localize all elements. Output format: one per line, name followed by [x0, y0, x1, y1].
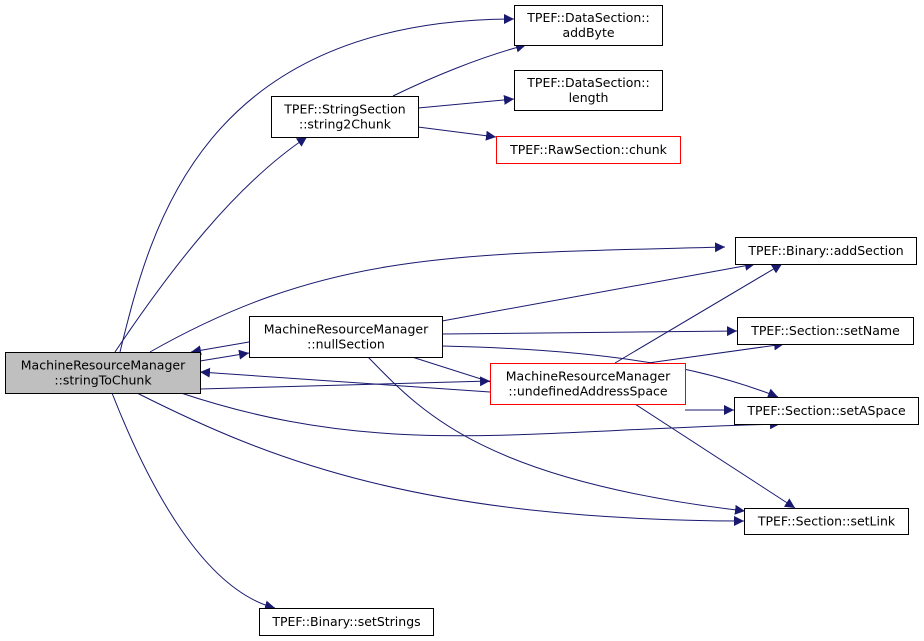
edge-arrow-path: [149, 242, 726, 353]
node-length[interactable]: TPEF::DataSection::length: [514, 70, 663, 111]
node-label-line: addByte: [562, 25, 614, 40]
node-label-line: TPEF::Binary::addSection: [747, 243, 903, 258]
edge-stringToChunk-to-addByte: [119, 14, 515, 353]
node-label-line: MachineResourceManager: [21, 358, 186, 373]
node-addByte[interactable]: TPEF::DataSection::addByte: [514, 5, 663, 46]
node-stringToChunk[interactable]: MachineResourceManager::stringToChunk: [5, 352, 201, 394]
edge-undefAS-to-setName: [647, 340, 785, 364]
node-box: [5, 352, 201, 394]
edge-arrow-path: [367, 356, 746, 515]
node-setASpace[interactable]: TPEF::Section::setASpace: [734, 397, 919, 425]
edge-arrow-path: [136, 392, 745, 526]
node-label-line: TPEF::StringSection: [283, 102, 405, 117]
node-nullSection[interactable]: MachineResourceManager::nullSection: [249, 316, 443, 358]
node-label-line: ::stringToChunk: [54, 373, 152, 388]
node-box: [271, 96, 419, 138]
edge-arrow-path: [199, 367, 491, 393]
edge-stringToChunk-to-addSection: [149, 242, 726, 353]
node-setLink[interactable]: TPEF::Section::setLink: [744, 508, 909, 535]
node-box: [259, 608, 434, 636]
edge-arrow-path: [614, 263, 783, 364]
edge-arrow-path: [634, 403, 796, 509]
edge-string2Chunk-to-chunk: [417, 126, 497, 141]
node-box: [514, 70, 663, 111]
node-label-line: TPEF::RawSection::chunk: [509, 142, 668, 157]
node-box: [737, 317, 914, 345]
node-label-line: TPEF::Section::setLink: [757, 514, 896, 529]
edge-undefAS-to-addSection: [614, 263, 783, 364]
node-box: [490, 363, 686, 405]
node-box: [744, 508, 909, 535]
edge-undefAS-to-stringToChunk: [199, 367, 491, 393]
node-box: [249, 316, 443, 358]
edge-nullSection-to-stringToChunk: [190, 341, 250, 356]
edge-arrow-path: [417, 94, 515, 109]
node-box: [496, 136, 681, 164]
node-label-line: ::undefinedAddressSpace: [508, 384, 667, 399]
edge-string2Chunk-to-length: [417, 94, 515, 109]
node-label-line: length: [569, 90, 609, 105]
edge-arrow-path: [441, 326, 738, 337]
edge-stringToChunk-to-setASpace: [177, 391, 781, 437]
node-chunk[interactable]: TPEF::RawSection::chunk: [496, 136, 681, 164]
node-label-line: ::string2Chunk: [299, 117, 392, 132]
edge-arrow-path: [114, 136, 308, 353]
edge-arrow-path: [199, 376, 491, 390]
node-label-line: ::nullSection: [307, 337, 385, 352]
edge-stringToChunk-to-setLink: [136, 392, 745, 526]
edge-stringToChunk-to-string2Chunk: [114, 136, 308, 353]
edge-nullSection-to-addSection: [441, 260, 756, 322]
node-label-line: TPEF::DataSection::: [526, 75, 649, 90]
edge-arrow-path: [441, 260, 756, 322]
node-box: [735, 237, 917, 265]
edge-arrow-path: [111, 392, 276, 611]
node-box: [514, 5, 663, 46]
node-undefAS[interactable]: MachineResourceManager::undefinedAddress…: [490, 363, 686, 405]
node-string2Chunk[interactable]: TPEF::StringSection::string2Chunk: [271, 96, 419, 138]
edge-arrow-path: [199, 349, 250, 362]
edge-arrow-path: [190, 341, 250, 356]
node-label-line: TPEF::Section::setASpace: [746, 403, 906, 418]
edge-arrow-path: [647, 340, 785, 364]
edge-arrow-path: [392, 42, 527, 97]
edge-nullSection-to-setLink: [367, 356, 746, 515]
node-box: [734, 397, 919, 425]
edge-undefAS-to-setLink: [634, 403, 796, 509]
node-label-line: TPEF::Section::setName: [750, 323, 900, 338]
edge-stringToChunk-to-undefAS: [199, 376, 491, 390]
edge-stringToChunk-to-setStrings: [111, 392, 276, 611]
edge-arrow-path: [177, 391, 781, 437]
node-label-line: TPEF::Binary::setStrings: [271, 614, 420, 629]
edge-arrow-path: [417, 126, 497, 141]
node-addSection[interactable]: TPEF::Binary::addSection: [735, 237, 917, 265]
node-setName[interactable]: TPEF::Section::setName: [737, 317, 914, 345]
edge-nullSection-to-setName: [441, 326, 738, 337]
node-label-line: TPEF::DataSection::: [526, 10, 649, 25]
edges-layer: [111, 14, 796, 611]
nodes-layer: MachineResourceManager::stringToChunkTPE…: [5, 5, 919, 636]
node-setStrings[interactable]: TPEF::Binary::setStrings: [259, 608, 434, 636]
edge-string2Chunk-to-addByte: [392, 42, 527, 97]
node-label-line: MachineResourceManager: [264, 322, 429, 337]
edge-stringToChunk-to-nullSection: [199, 349, 250, 362]
edge-arrow-path: [119, 14, 515, 353]
node-label-line: MachineResourceManager: [506, 369, 671, 384]
